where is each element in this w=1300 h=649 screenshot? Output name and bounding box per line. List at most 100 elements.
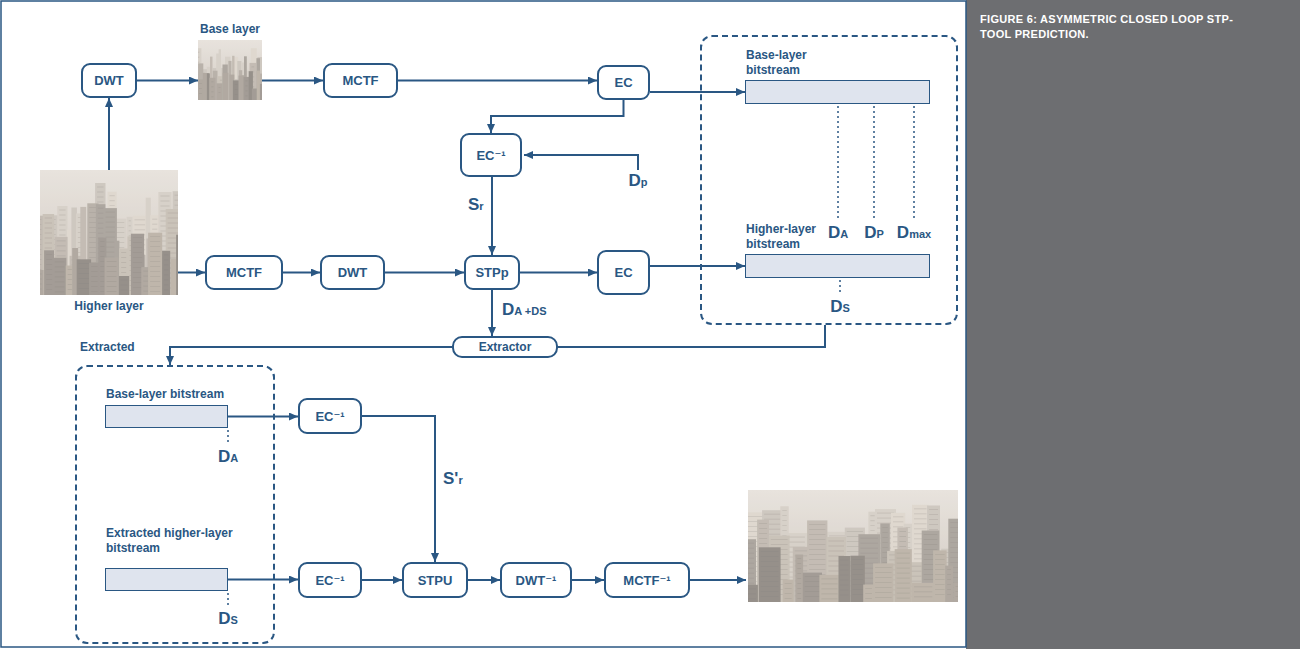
sky	[40, 170, 178, 295]
box-label: MCTF	[342, 73, 378, 88]
connector	[362, 579, 402, 581]
connector	[491, 177, 493, 255]
process-box: DWT	[320, 255, 385, 290]
cut-line	[839, 280, 841, 295]
process-box: EC⁻¹	[298, 562, 362, 598]
connector	[650, 265, 745, 267]
video-frame: Higher layer	[40, 170, 178, 295]
heading: Extracted higher-layer bitstream	[106, 526, 266, 555]
edge-label: S'r	[441, 470, 465, 489]
higher-layer-image	[37, 170, 186, 295]
connector	[362, 416, 435, 562]
window-row	[178, 243, 183, 244]
sky	[748, 490, 958, 602]
connector	[178, 272, 205, 274]
parameter-label: Dp	[628, 172, 647, 191]
cut-point-label: DA	[828, 224, 848, 243]
box-label: MCTF	[226, 265, 262, 280]
box-label: STPp	[475, 265, 508, 280]
heading: Base-layer bitstream	[746, 48, 830, 77]
haze	[40, 170, 178, 295]
sky	[198, 40, 262, 100]
process-box: MCTF	[323, 63, 398, 98]
window-row	[178, 258, 183, 259]
output-image	[745, 490, 974, 602]
process-box: MCTF	[205, 255, 283, 290]
window-row	[178, 238, 183, 239]
figure-frame	[1, 1, 966, 647]
bitstream-bar: Base-layer bitstream	[745, 80, 930, 104]
window-row	[262, 92, 265, 93]
heading: Base layer	[200, 22, 260, 36]
box-label: EC	[614, 75, 632, 90]
bitstream-bar: Extracted higher-layer bitstream	[105, 568, 228, 591]
extractor-box: Extractor	[452, 336, 558, 358]
caption: FIGURE 6: ASYMMETRIC CLOSED LOOP STP-TOO…	[980, 12, 1250, 43]
box-label: DWT⁻¹	[516, 573, 557, 588]
connector	[558, 325, 825, 347]
heading: Base-layer bitstream	[106, 387, 224, 401]
connector	[491, 100, 624, 133]
cut-point-label: DS	[218, 610, 238, 629]
process-box: EC	[597, 65, 650, 100]
caption-panel	[966, 0, 1300, 649]
window-row	[178, 283, 183, 284]
connector	[283, 272, 320, 274]
connector	[228, 579, 298, 581]
cut-point-label: DS	[830, 298, 850, 317]
cut-line	[913, 106, 915, 221]
heading: Extracted	[80, 340, 135, 354]
cut-point-label: Dmax	[897, 224, 931, 243]
cut-line	[227, 593, 229, 607]
connector	[491, 290, 493, 336]
box-label: Extractor	[479, 340, 532, 354]
process-box: DWT⁻¹	[500, 562, 572, 598]
building	[195, 91, 197, 100]
connector	[137, 80, 198, 82]
connector	[262, 80, 323, 82]
process-box: EC⁻¹	[460, 133, 522, 177]
window-row	[178, 278, 183, 279]
process-box: STPp	[464, 255, 520, 290]
window-row	[178, 253, 183, 254]
box-label: EC⁻¹	[315, 573, 344, 588]
heading: Higher layer	[74, 299, 143, 313]
bitstream-group: ExtractedDADSBase-layer bitstreamExtract…	[75, 365, 275, 644]
haze	[198, 40, 262, 100]
connector	[650, 91, 745, 93]
window-row	[178, 268, 183, 269]
process-box: MCTF⁻¹	[604, 562, 690, 598]
cut-line	[873, 106, 875, 221]
connector	[572, 579, 604, 581]
base-layer-image	[195, 40, 267, 100]
process-box: EC	[597, 250, 650, 295]
cut-line	[837, 106, 839, 221]
video-frame: Base layer	[198, 40, 262, 100]
edge-label: DA +DS	[500, 301, 549, 320]
heading: Higher-layer bitstream	[746, 222, 830, 251]
box-label: DWT	[94, 73, 124, 88]
edge-label: Sr	[466, 196, 486, 215]
bitstream-bar: Base-layer bitstream	[105, 405, 228, 428]
connector	[468, 579, 500, 581]
box-label: MCTF⁻¹	[623, 573, 670, 588]
bitstream-bar: Higher-layer bitstream	[745, 254, 930, 278]
connector	[398, 80, 597, 82]
building	[195, 74, 199, 100]
process-box: STPU	[402, 562, 468, 598]
box-label: EC⁻¹	[476, 148, 505, 163]
dp-feed-arrow	[524, 155, 638, 170]
connector	[228, 416, 298, 418]
connector	[385, 272, 464, 274]
haze	[748, 490, 958, 602]
connector	[520, 272, 597, 274]
connector	[170, 347, 452, 365]
box-label: EC⁻¹	[315, 409, 344, 424]
output-arrow	[690, 579, 746, 581]
box-label: EC	[614, 265, 632, 280]
cut-point-label: DP	[864, 224, 884, 243]
window-row	[262, 87, 265, 88]
